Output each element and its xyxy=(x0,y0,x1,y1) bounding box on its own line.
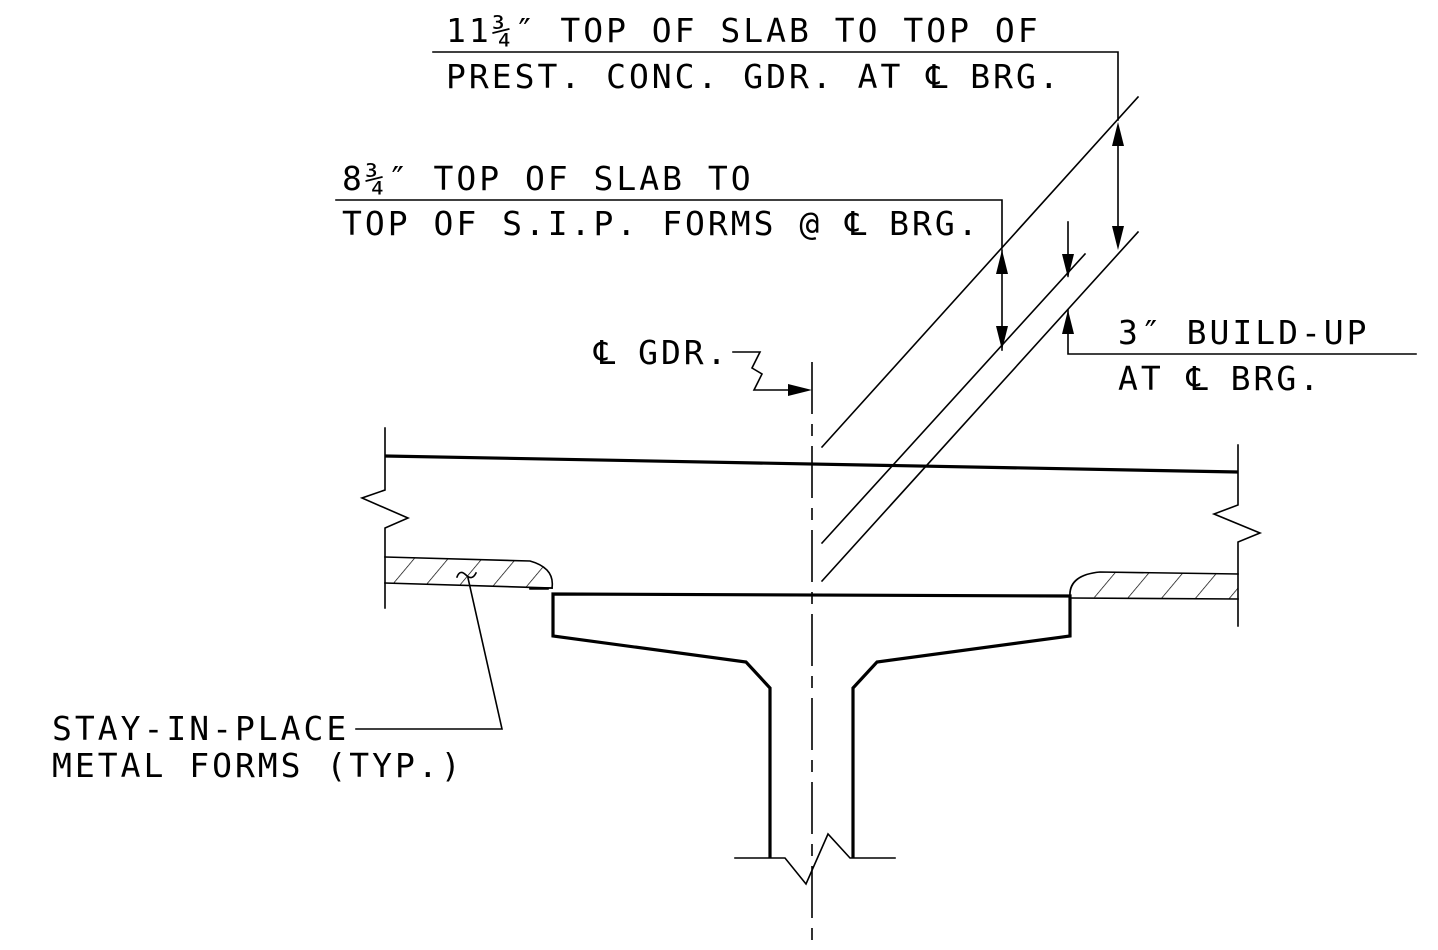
centerline-symbol: ℄ xyxy=(926,57,948,96)
metal-forms-leader xyxy=(355,571,504,730)
centerline-symbol: ℄ xyxy=(594,333,616,372)
slab-right-break-line xyxy=(1211,444,1263,627)
dimension-buildup xyxy=(1062,221,1417,355)
label-text: METAL FORMS (TYP.) xyxy=(52,746,464,785)
label-text: 11¾″ TOP OF SLAB TO TOP OF xyxy=(446,11,1041,50)
dimension-top-slab-to-girder xyxy=(432,51,1124,250)
slab-left-break-line xyxy=(359,427,411,609)
label-text: AT xyxy=(1118,359,1187,398)
label-text: GDR. xyxy=(615,333,730,372)
label-text: BRG. xyxy=(947,57,1062,96)
centerline-symbol: ℄ xyxy=(845,204,867,243)
label-text: TOP OF S.I.P. FORMS @ xyxy=(342,204,846,243)
label-top-slab-to-girder-line1: 11¾″ TOP OF SLAB TO TOP OF xyxy=(446,14,1041,47)
skew-line-sip-forms xyxy=(820,252,1087,545)
label-buildup-line1: 3″ BUILD-UP xyxy=(1118,316,1370,349)
centerline-symbol: ℄ xyxy=(1186,359,1208,398)
buildup-haunch-right xyxy=(1069,571,1239,600)
label-centerline-girder: ℄ GDR. xyxy=(594,336,730,369)
label-buildup-line2: AT ℄ BRG. xyxy=(1118,362,1322,395)
label-text: BRG. xyxy=(866,204,981,243)
girder-bottom-break-line xyxy=(734,832,896,886)
label-text: PREST. CONC. GDR. AT xyxy=(446,57,927,96)
buildup-haunch-left xyxy=(384,556,554,589)
centerline-girder-leader xyxy=(732,351,812,396)
skew-line-top-of-slab xyxy=(820,95,1140,449)
label-text: 3″ BUILD-UP xyxy=(1118,313,1370,352)
label-top-slab-to-sip-line2: TOP OF S.I.P. FORMS @ ℄ BRG. xyxy=(342,207,981,240)
label-text: 8¾″ TOP OF SLAB TO xyxy=(342,159,754,198)
label-text: BRG. xyxy=(1207,359,1323,398)
skew-line-girder-top xyxy=(820,230,1140,583)
label-top-slab-to-sip-line1: 8¾″ TOP OF SLAB TO xyxy=(342,162,754,195)
label-text: STAY-IN-PLACE xyxy=(52,709,350,748)
dimension-top-slab-to-sip xyxy=(335,199,1008,351)
label-top-slab-to-girder-line2: PREST. CONC. GDR. AT ℄ BRG. xyxy=(446,60,1062,93)
label-metal-forms-line1: STAY-IN-PLACE xyxy=(52,712,349,745)
label-metal-forms-line2: METAL FORMS (TYP.) xyxy=(52,749,464,782)
